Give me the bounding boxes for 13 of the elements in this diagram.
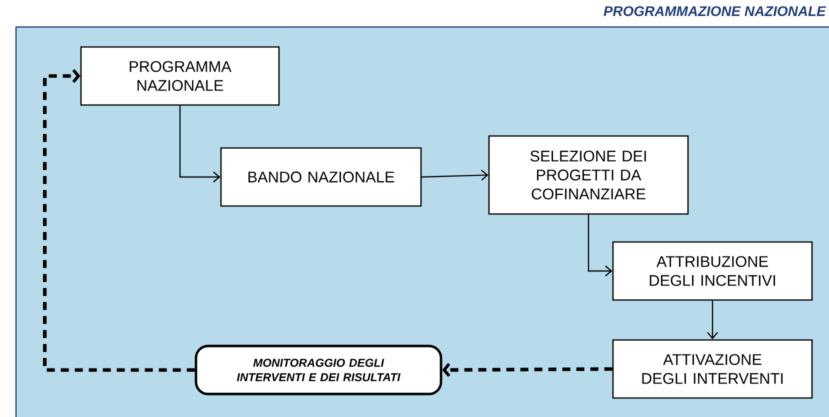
process-box: ATTRIBUZIONE DEGLI INCENTIVI [612,241,813,301]
process-box: BANDO NAZIONALE [220,147,422,207]
arrow [707,300,718,340]
process-box: PROGRAMMA NAZIONALE [80,46,280,106]
arrow [422,170,488,181]
title: PROGRAMMAZIONE NAZIONALE [604,6,826,16]
arrow [588,214,612,276]
process-box: ATTIVAZIONE DEGLI INTERVENTI [612,339,813,399]
arrow [442,363,612,377]
arrow [43,69,195,372]
arrow [179,106,220,182]
rounded-box: MONITORAGGIO DEGLI INTERVENTI E DEI RISULTATI [194,344,442,396]
process-box: SELEZIONE DEI PROGETTI DA COFINANZIARE [488,135,689,215]
